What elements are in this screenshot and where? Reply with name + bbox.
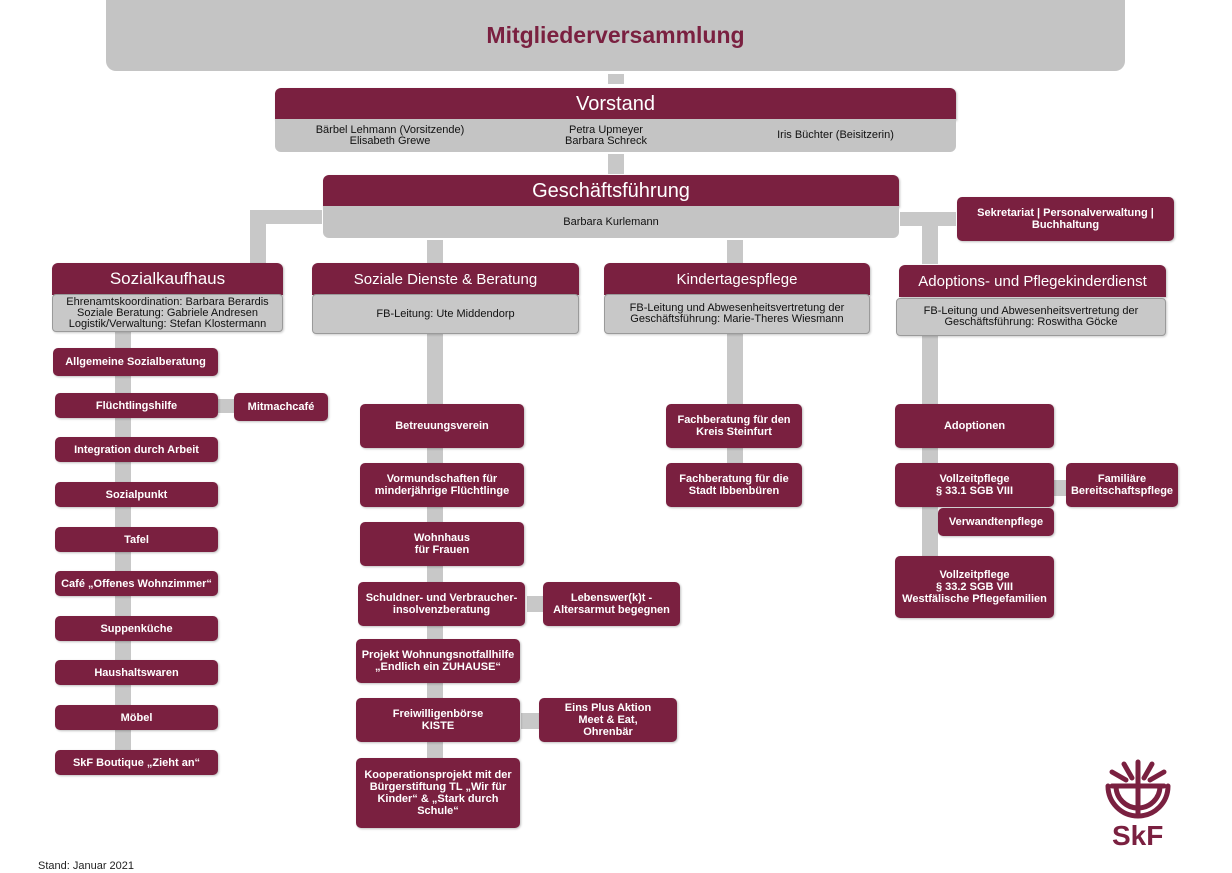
soziale-dienste-item: Projekt Wohnungsnotfallhilfe „Endlich ei…: [356, 639, 520, 683]
soziale-dienste-item: Schuldner- und Verbraucher- insolvenzber…: [358, 582, 525, 626]
vorstand-member-col3: Iris Büchter (Beisitzerin): [777, 129, 894, 141]
soziale-dienste-title: Soziale Dienste & Beratung: [353, 270, 538, 288]
adoption-item: Adoptionen: [895, 404, 1054, 448]
soziale-dienste-lead: FB-Leitung: Ute Middendorp: [312, 294, 579, 334]
sekretariat-box: Sekretariat | Personalverwaltung | Buchh…: [957, 197, 1174, 241]
connector: [250, 210, 322, 224]
sozialkaufhaus-item: Möbel: [55, 705, 218, 730]
soziale-dienste-item: Wohnhaus für Frauen: [360, 522, 524, 566]
connector: [527, 596, 543, 612]
familiaere-box: Familiäre Bereitschaftspflege: [1066, 463, 1178, 507]
sozialkaufhaus-item: Tafel: [55, 527, 218, 552]
mitmachcafe-box: Mitmachcafé: [234, 393, 328, 421]
sozialkaufhaus-item: Allgemeine Sozialberatung: [53, 348, 218, 376]
connector: [218, 399, 234, 413]
connector: [1054, 480, 1066, 496]
connector: [521, 713, 539, 729]
sozialkaufhaus-staff: Ehrenamtskoordination: Barbara Berardis …: [52, 294, 283, 332]
sozialkaufhaus-title: Sozialkaufhaus: [109, 269, 226, 288]
sozialkaufhaus-item: Suppenküche: [55, 616, 218, 641]
eins-plus-box: Eins Plus Aktion Meet & Eat, Ohrenbär: [539, 698, 677, 742]
geschaeftsfuehrung-name: Barbara Kurlemann: [323, 206, 899, 238]
vorstand-header: Vorstand: [275, 88, 956, 120]
geschaeftsfuehrung-header: Geschäftsführung: [323, 175, 899, 207]
soziale-dienste-header: Soziale Dienste & Beratung: [312, 263, 579, 295]
sozialkaufhaus-item: Flüchtlingshilfe: [55, 393, 218, 418]
soziale-dienste-item: Kooperationsprojekt mit der Bürgerstiftu…: [356, 758, 520, 828]
connector: [608, 154, 624, 174]
mitgliederversammlung-title: Mitgliederversammlung: [486, 22, 745, 48]
kindertagespflege-item: Fachberatung für den Kreis Steinfurt: [666, 404, 802, 448]
vorstand-member-col2: Petra Upmeyer Barbara Schreck: [565, 123, 647, 147]
soziale-dienste-item: Vormundschaften für minderjährige Flücht…: [360, 463, 524, 507]
connector: [250, 224, 266, 264]
adoption-item: Vollzeitpflege § 33.1 SGB VIII: [895, 463, 1054, 507]
kindertagespflege-lead: FB-Leitung und Abwesenheitsvertretung de…: [604, 294, 870, 334]
stand-footer: Stand: Januar 2021: [38, 860, 135, 872]
sozialkaufhaus-item: Sozialpunkt: [55, 482, 218, 507]
connector: [922, 226, 938, 264]
kindertagespflege-header: Kindertagespflege: [604, 263, 870, 295]
connector: [727, 240, 743, 264]
connector: [427, 240, 443, 264]
kindertagespflege-title: Kindertagespflege: [676, 270, 798, 288]
sozialkaufhaus-header: Sozialkaufhaus: [52, 263, 283, 295]
vorstand-member-col1: Bärbel Lehmann (Vorsitzende) Elisabeth G…: [315, 123, 465, 147]
vorstand-members: Bärbel Lehmann (Vorsitzende) Elisabeth G…: [275, 119, 956, 152]
skf-logo-text: SkF: [1112, 820, 1164, 851]
adoption-lead: FB-Leitung und Abwesenheitsvertretung de…: [896, 298, 1166, 336]
vorstand-title: Vorstand: [576, 92, 655, 115]
connector: [900, 212, 956, 226]
connector: [608, 74, 624, 84]
soziale-dienste-item: Betreuungsverein: [360, 404, 524, 448]
sozialkaufhaus-item: Integration durch Arbeit: [55, 437, 218, 462]
sozialkaufhaus-item: SkF Boutique „Zieht an“: [55, 750, 218, 775]
sozialkaufhaus-item: Café „Offenes Wohnzimmer“: [55, 571, 218, 596]
adoption-item: Vollzeitpflege § 33.2 SGB VIII Westfälis…: [895, 556, 1054, 618]
mitgliederversammlung-box: Mitgliederversammlung: [106, 0, 1125, 71]
geschaeftsfuehrung-title: Geschäftsführung: [532, 179, 690, 202]
adoption-item: Verwandtenpflege: [938, 508, 1054, 536]
skf-emblem-icon: [1105, 759, 1171, 819]
kindertagespflege-item: Fachberatung für die Stadt Ibbenbüren: [666, 463, 802, 507]
lebenswerkt-box: Lebenswer(k)t - Altersarmut begegnen: [543, 582, 680, 626]
adoption-header: Adoptions- und Pflegekinderdienst: [899, 265, 1166, 297]
soziale-dienste-item: Freiwilligenbörse KISTE: [356, 698, 520, 742]
adoption-title: Adoptions- und Pflegekinderdienst: [918, 272, 1147, 290]
sozialkaufhaus-item: Haushaltswaren: [55, 660, 218, 685]
skf-logo: SkF: [1102, 756, 1174, 856]
